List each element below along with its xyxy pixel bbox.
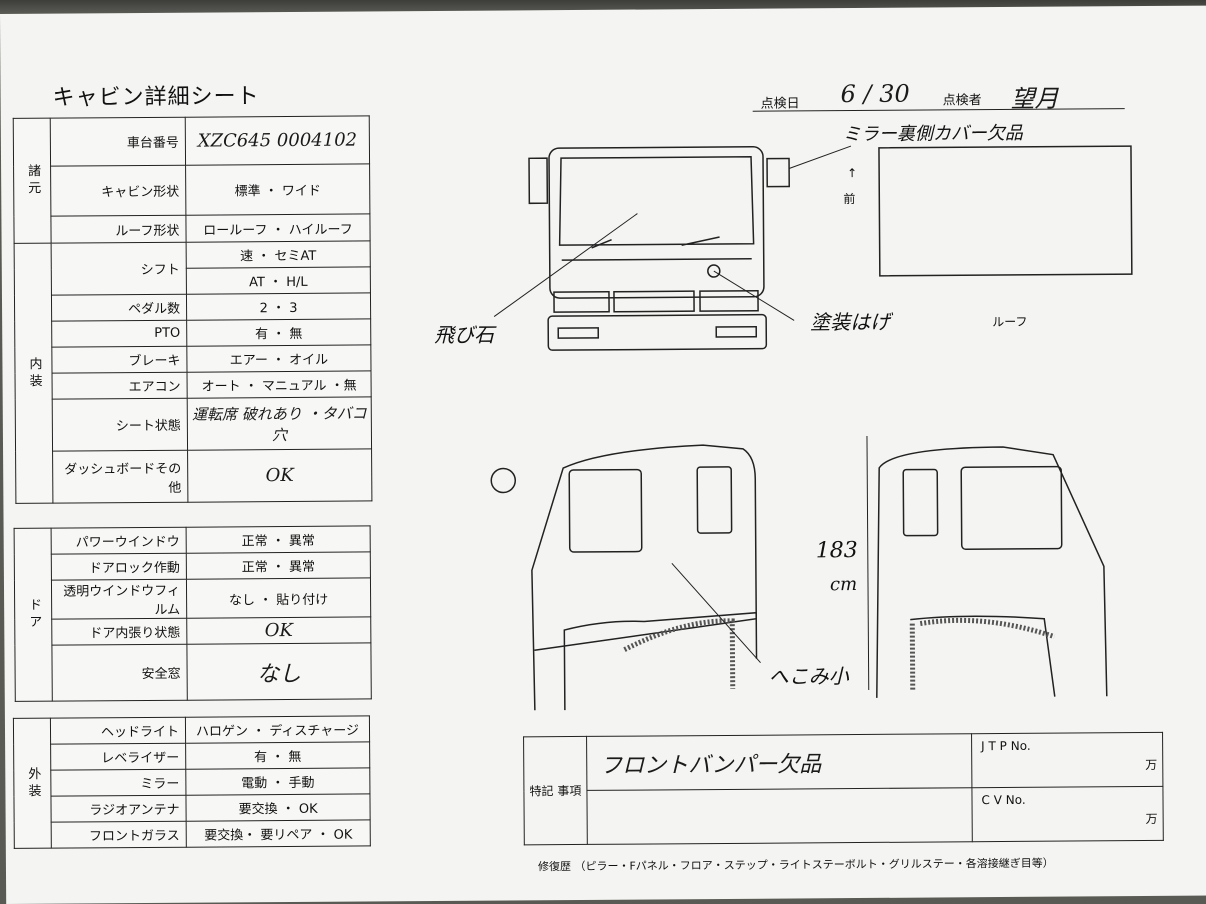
note-mirror-cover: ミラー裏側カバー欠品 — [842, 122, 1023, 146]
roof-box — [878, 145, 1133, 277]
cabin-sheet-paper: キャビン詳細シート 点検日 6 / 30 点検者 望月 諸元 車台番号 XZC6… — [0, 5, 1206, 904]
cv-label: C V No. — [981, 792, 1026, 808]
right-side-view-drawing — [866, 435, 1108, 698]
cv-yen: 万 — [1145, 811, 1158, 827]
remarks-blank — [586, 787, 973, 845]
remarks-label: 特記 事項 — [523, 736, 588, 845]
remarks-text: フロントバンパー欠品 — [586, 733, 972, 791]
jtp-yen: 万 — [1145, 757, 1158, 773]
height-value: 183 — [815, 538, 858, 564]
note-stone-chip: 飛び石 — [434, 322, 495, 347]
cabin-diagrams — [490, 145, 1133, 711]
note-paint-peel: 塗装はげ — [810, 309, 891, 335]
jtp-cell: J T P No. 万 — [971, 732, 1163, 788]
left-side-view-drawing — [490, 444, 761, 711]
roof-label: ルーフ — [992, 314, 1028, 330]
front-view-drawing — [493, 145, 852, 351]
height-unit: cm — [829, 574, 858, 596]
remarks-table: 特記 事項 フロントバンパー欠品 J T P No. 万 C V No. 万 — [523, 732, 1164, 845]
cv-cell: C V No. 万 — [971, 786, 1164, 842]
front-label: 前 — [843, 192, 856, 207]
note-small-dent: へこみ小 — [768, 664, 849, 689]
jtp-label: J T P No. — [981, 738, 1031, 754]
front-arrow-icon: ↑ — [847, 166, 858, 181]
